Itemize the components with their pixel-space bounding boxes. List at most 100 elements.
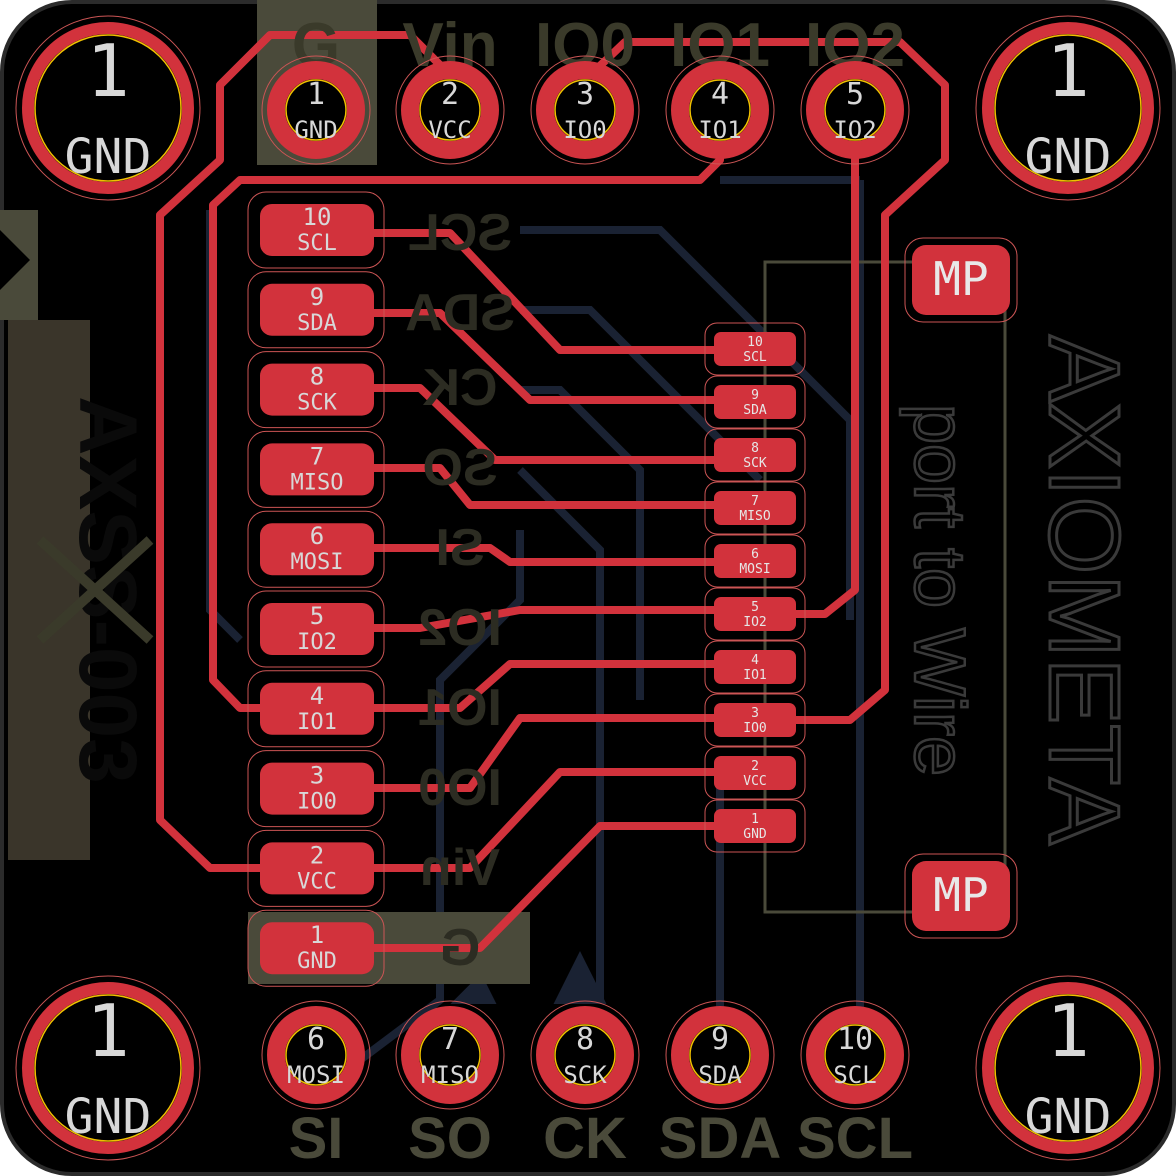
left-pad-number: 1 <box>310 921 324 949</box>
left-pad-net: IO1 <box>297 710 337 735</box>
test-point-label: MP <box>933 252 988 306</box>
mirrored-silk-label: IO0 <box>418 759 502 817</box>
bottom-header-silk-label: SCL <box>797 1106 913 1171</box>
silk-x-mark <box>36 536 154 644</box>
left-pad-net: IO2 <box>297 630 337 655</box>
small-pad-number: 1 <box>751 812 759 827</box>
left-pad-number: 8 <box>310 363 324 391</box>
small-pad-net: VCC <box>743 774 766 789</box>
header-pin-number: 1 <box>307 77 325 112</box>
left-pad-number: 3 <box>310 762 324 790</box>
test-point-label: MP <box>933 868 988 922</box>
left-pad-net: SCK <box>297 391 337 416</box>
left-pad-number: 7 <box>310 442 324 470</box>
small-pad-net: IO1 <box>743 668 766 683</box>
mirrored-silk-label: SI <box>435 519 484 577</box>
header-pin-net: IO0 <box>563 116 606 144</box>
mounting-hole-number: 1 <box>86 29 129 113</box>
part-number-silk: AXSS-003 <box>62 396 153 783</box>
test-point-bottom: MP <box>904 853 1018 939</box>
left-pad-net: MISO <box>291 470 344 495</box>
mounting-hole-net: GND <box>65 129 152 185</box>
mounting-hole-net: GND <box>1025 129 1112 185</box>
header-pin-net: VCC <box>428 116 471 144</box>
left-pad-number: 9 <box>310 283 324 311</box>
bottom-header-silk-label: SDA <box>659 1106 781 1171</box>
small-pad-number: 6 <box>751 547 759 562</box>
small-pad-number: 8 <box>751 441 759 456</box>
bottom-header-silk-label: SO <box>408 1106 492 1171</box>
header-pin-number: 5 <box>846 77 864 112</box>
left-pad-net: IO0 <box>297 790 337 815</box>
header-pin-net: SDA <box>698 1061 742 1089</box>
brand-silk: AXIOMETA <box>1028 335 1140 845</box>
small-pad-number: 4 <box>751 653 759 668</box>
header-pin-net: MISO <box>421 1061 479 1089</box>
small-pad-net: IO0 <box>743 721 766 736</box>
bottom-layer-traces <box>206 176 864 1064</box>
mirrored-silk-label: Vin <box>420 839 500 897</box>
mirrored-silk-label: SO <box>422 439 497 497</box>
bottom-header-silk-label: SI <box>289 1106 344 1171</box>
header-pin-net: SCK <box>563 1061 607 1089</box>
left-pad-number: 2 <box>310 841 324 869</box>
small-pad-net: MOSI <box>739 562 770 577</box>
small-pad-column: 10SCL9SDA8SCK7MISO6MOSI5IO24IO13IO02VCC1… <box>704 322 806 853</box>
small-pad-net: IO2 <box>743 615 766 630</box>
left-pad-net: VCC <box>297 869 337 894</box>
header-pin-net: SCL <box>833 1061 876 1089</box>
header-pin-net: MOSI <box>287 1061 345 1089</box>
header-pin-number: 9 <box>711 1022 729 1057</box>
test-point-top: MP <box>904 237 1018 323</box>
small-pad-net: MISO <box>739 509 770 524</box>
part-number-silk-box <box>8 320 90 860</box>
mounting-hole-number: 1 <box>86 989 129 1073</box>
mirrored-silk-label: G <box>440 919 480 977</box>
mounting-hole-number: 1 <box>1046 989 1089 1073</box>
left-pad-net: GND <box>297 949 337 974</box>
mirrored-silk-label: IO2 <box>418 599 502 657</box>
small-pad-number: 10 <box>747 335 763 350</box>
bottom-header-silk-label: CK <box>543 1106 627 1171</box>
small-pad-net: GND <box>743 827 767 842</box>
header-pin-number: 6 <box>307 1022 325 1057</box>
header-pin-number: 2 <box>441 77 459 112</box>
small-pad-number: 3 <box>751 706 759 721</box>
mounting-hole-net: GND <box>65 1089 152 1145</box>
small-pad-number: 5 <box>751 600 759 615</box>
mirrored-silk-label: CK <box>422 359 498 417</box>
header-pin-number: 4 <box>711 77 729 112</box>
header-pin-number: 8 <box>576 1022 594 1057</box>
small-pad-number: 2 <box>751 759 759 774</box>
header-pin-number: 7 <box>441 1022 459 1057</box>
header-pin-net: GND <box>294 116 337 144</box>
